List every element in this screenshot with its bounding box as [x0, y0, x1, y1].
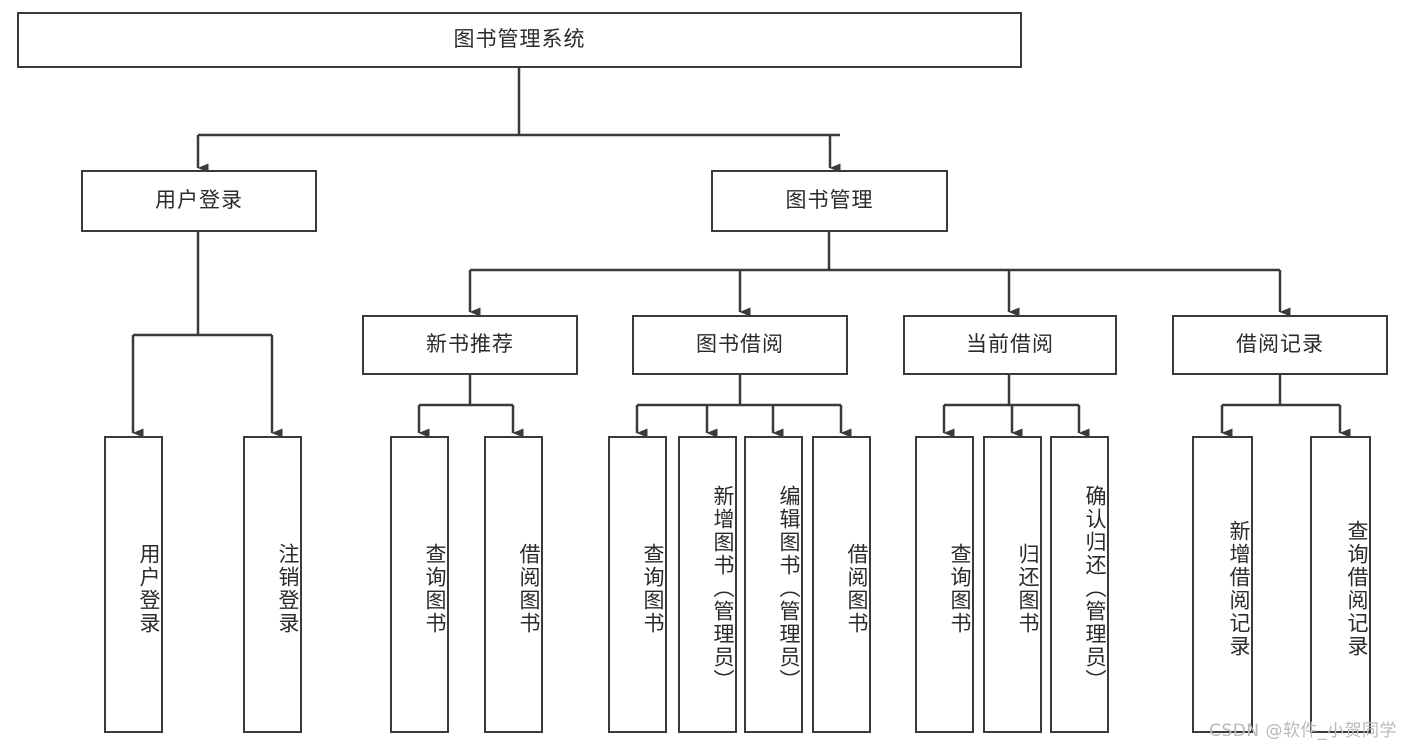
node-leaf-return-book-label: 归还图书 [1016, 542, 1040, 635]
node-current-borrow[interactable]: 当前借阅 [903, 315, 1117, 375]
node-leaf-borrow-book-2-label: 借阅图书 [845, 542, 869, 635]
node-leaf-add-book[interactable]: 新增图书（管理员） [678, 436, 737, 733]
node-leaf-query-book-1-label: 查询图书 [423, 542, 447, 635]
node-leaf-edit-book-label: 编辑图书（管理员） [777, 485, 801, 692]
node-borrow-record-label: 借阅记录 [1236, 332, 1324, 357]
node-current-borrow-label: 当前借阅 [966, 332, 1054, 357]
node-book-borrow[interactable]: 图书借阅 [632, 315, 848, 375]
node-leaf-user-login[interactable]: 用户登录 [104, 436, 163, 733]
node-leaf-confirm-return-label: 确认归还（管理员） [1083, 485, 1107, 692]
node-user-login[interactable]: 用户登录 [81, 170, 317, 232]
node-leaf-query-record[interactable]: 查询借阅记录 [1310, 436, 1371, 733]
node-leaf-add-book-label: 新增图书（管理员） [711, 485, 735, 692]
node-leaf-return-book[interactable]: 归还图书 [983, 436, 1042, 733]
node-root-label: 图书管理系统 [453, 27, 586, 52]
csdn-watermark: CSDN @软件_小贺同学 [1209, 721, 1397, 741]
node-leaf-query-book-1[interactable]: 查询图书 [390, 436, 449, 733]
node-leaf-user-login-label: 用户登录 [137, 542, 161, 635]
node-leaf-borrow-book-2[interactable]: 借阅图书 [812, 436, 871, 733]
node-user-login-label: 用户登录 [155, 188, 243, 213]
node-new-book-recommend-label: 新书推荐 [426, 332, 514, 357]
node-book-borrow-label: 图书借阅 [696, 332, 784, 357]
node-leaf-query-record-label: 查询借阅记录 [1345, 519, 1369, 658]
node-new-book-recommend[interactable]: 新书推荐 [362, 315, 578, 375]
node-leaf-add-record[interactable]: 新增借阅记录 [1192, 436, 1253, 733]
node-root[interactable]: 图书管理系统 [17, 12, 1022, 68]
node-leaf-confirm-return[interactable]: 确认归还（管理员） [1050, 436, 1109, 733]
node-leaf-query-book-3[interactable]: 查询图书 [915, 436, 974, 733]
node-leaf-edit-book[interactable]: 编辑图书（管理员） [744, 436, 803, 733]
node-leaf-add-record-label: 新增借阅记录 [1227, 519, 1251, 658]
node-leaf-query-book-2[interactable]: 查询图书 [608, 436, 667, 733]
node-borrow-record[interactable]: 借阅记录 [1172, 315, 1388, 375]
node-leaf-query-book-3-label: 查询图书 [948, 542, 972, 635]
node-leaf-borrow-book-1-label: 借阅图书 [517, 542, 541, 635]
node-book-manage-label: 图书管理 [785, 188, 874, 213]
node-leaf-user-logout-label: 注销登录 [276, 542, 300, 635]
node-leaf-query-book-2-label: 查询图书 [641, 542, 665, 635]
node-leaf-borrow-book-1[interactable]: 借阅图书 [484, 436, 543, 733]
node-leaf-user-logout[interactable]: 注销登录 [243, 436, 302, 733]
node-book-manage[interactable]: 图书管理 [711, 170, 948, 232]
